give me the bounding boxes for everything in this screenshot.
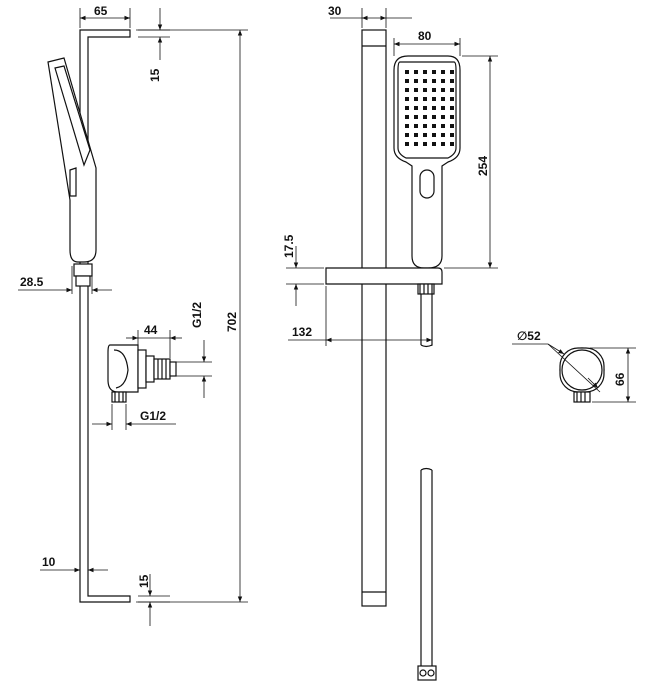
dim-label-15-bottom: 15: [137, 574, 151, 588]
dim-label-65: 65: [94, 4, 108, 18]
front-shower-head: [393, 55, 461, 269]
nozzle-pattern: [405, 70, 454, 146]
dim-label-30: 30: [328, 4, 342, 18]
nozzle-dot: [414, 115, 418, 119]
nozzle-dot: [441, 133, 445, 137]
side-wall-elbow: [107, 344, 177, 403]
nozzle-dot: [414, 79, 418, 83]
nozzle-dot: [423, 142, 427, 146]
dim-elbow-height: 66: [590, 347, 636, 403]
dim-label-80: 80: [418, 29, 432, 43]
dim-label-66: 66: [613, 372, 627, 386]
nozzle-dot: [450, 88, 454, 92]
nozzle-dot: [405, 79, 409, 83]
front-view: 30 80 254 17.5 132: [282, 4, 636, 681]
nozzle-dot: [414, 88, 418, 92]
nozzle-dot: [423, 79, 427, 83]
nozzle-dot: [441, 97, 445, 101]
dim-label-702: 702: [225, 312, 239, 332]
nozzle-dot: [441, 115, 445, 119]
nozzle-dot: [405, 106, 409, 110]
nozzle-dot: [423, 124, 427, 128]
dim-label-28-5: 28.5: [20, 275, 44, 289]
front-wall-elbow: [559, 347, 605, 403]
side-rail: [79, 29, 131, 603]
nozzle-dot: [450, 133, 454, 137]
dim-label-44: 44: [144, 323, 158, 337]
nozzle-dot: [414, 106, 418, 110]
dim-elbow-depth: 44: [126, 323, 182, 358]
nozzle-dot: [450, 124, 454, 128]
nozzle-dot: [432, 88, 436, 92]
nozzle-dot: [423, 106, 427, 110]
nozzle-dot: [423, 133, 427, 137]
nozzle-dot: [405, 88, 409, 92]
nozzle-dot: [441, 106, 445, 110]
dim-top-gap: 15: [138, 8, 170, 82]
nozzle-dot: [441, 70, 445, 74]
nozzle-dot: [423, 70, 427, 74]
dim-slider-height: 17.5: [282, 234, 324, 306]
side-view: 65 15 702 28.5: [18, 4, 248, 626]
nozzle-dot: [405, 124, 409, 128]
nozzle-dot: [414, 124, 418, 128]
front-slider: [325, 267, 443, 295]
dim-label-diameter-52: ∅52: [517, 329, 541, 343]
dim-thread-horizontal: G1/2: [92, 404, 176, 430]
front-rail: [361, 29, 387, 607]
nozzle-dot: [432, 115, 436, 119]
nozzle-dot: [423, 97, 427, 101]
nozzle-dot: [432, 142, 436, 146]
nozzle-dot: [441, 124, 445, 128]
dim-head-height: 254: [444, 55, 498, 269]
nozzle-dot: [450, 115, 454, 119]
nozzle-dot: [405, 70, 409, 74]
dim-elbow-diameter: ∅52: [512, 329, 601, 393]
dim-label-17-5: 17.5: [282, 234, 296, 258]
dim-hand-shower-offset: 28.5: [18, 266, 112, 294]
nozzle-dot: [432, 70, 436, 74]
dim-label-15-top: 15: [148, 68, 162, 82]
nozzle-dot: [450, 70, 454, 74]
dim-label-g12-vertical: G1/2: [190, 302, 204, 328]
nozzle-dot: [441, 79, 445, 83]
dim-front-rail-width: 30: [328, 4, 412, 28]
dim-label-10: 10: [42, 555, 56, 569]
dim-head-width: 80: [393, 29, 461, 56]
nozzle-dot: [450, 79, 454, 83]
nozzle-dot: [414, 133, 418, 137]
nozzle-dot: [450, 97, 454, 101]
nozzle-dot: [405, 97, 409, 101]
nozzle-dot: [450, 106, 454, 110]
nozzle-dot: [414, 70, 418, 74]
dim-label-254: 254: [476, 156, 490, 176]
front-hose: [417, 294, 437, 681]
nozzle-dot: [441, 142, 445, 146]
nozzle-dot: [405, 133, 409, 137]
dim-label-g12-horizontal: G1/2: [140, 409, 166, 423]
nozzle-dot: [432, 97, 436, 101]
nozzle-dot: [432, 79, 436, 83]
side-hand-shower: [47, 57, 97, 287]
nozzle-dot: [432, 133, 436, 137]
nozzle-dot: [441, 88, 445, 92]
nozzle-dot: [423, 115, 427, 119]
dim-thread-vertical: G1/2: [176, 302, 212, 398]
nozzle-dot: [405, 142, 409, 146]
dim-slider-projection: 132: [288, 286, 433, 346]
nozzle-dot: [405, 115, 409, 119]
nozzle-dot: [414, 97, 418, 101]
nozzle-dot: [450, 142, 454, 146]
dim-label-132: 132: [292, 325, 312, 339]
dim-left-rail-width: 65: [79, 4, 131, 28]
nozzle-dot: [432, 124, 436, 128]
nozzle-dot: [414, 142, 418, 146]
nozzle-dot: [423, 88, 427, 92]
dim-bottom-gap: 15: [137, 574, 170, 626]
dim-bottom-offset: 10: [40, 555, 108, 576]
nozzle-dot: [432, 106, 436, 110]
